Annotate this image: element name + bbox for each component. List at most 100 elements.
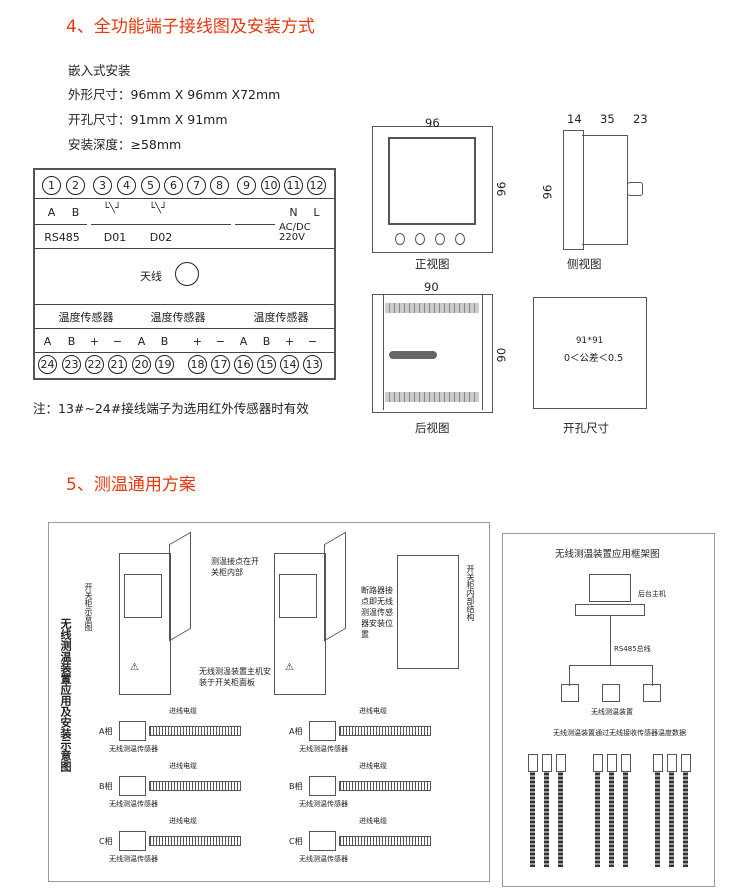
- power-label: AC/DC 220V: [279, 222, 311, 243]
- side-view-drawing: [563, 130, 584, 250]
- sensor-icon: [653, 754, 663, 772]
- cabinet-2: ⚠: [274, 553, 326, 695]
- divider: [35, 248, 334, 249]
- cable-icon: [339, 781, 431, 791]
- cable-label: 进线电缆: [169, 762, 197, 770]
- sensor-icon: [309, 776, 336, 796]
- sensor-terminal-letter: A: [137, 334, 146, 348]
- host-label: 后台主机: [638, 590, 666, 598]
- antenna-label: 天线: [140, 270, 162, 283]
- cable-icon: [339, 836, 431, 846]
- cable-icon: [683, 772, 688, 867]
- terminal-number: 18: [188, 355, 207, 374]
- sensor-label: 无线测温传感器: [109, 745, 158, 753]
- front-width-dim: 96: [425, 116, 440, 130]
- divider: [91, 224, 231, 225]
- terminal-number: 14: [280, 355, 299, 374]
- back-view-drawing: [372, 294, 493, 413]
- sensor-label: 无线测温传感器: [299, 800, 348, 808]
- cabinet-1: ⚠: [119, 553, 171, 695]
- sensor-icon: [119, 831, 146, 851]
- sensor-icon: [119, 721, 146, 741]
- terminal-number: 8: [210, 176, 229, 195]
- phase-label: A相: [99, 727, 113, 736]
- cable-icon: [149, 726, 241, 736]
- rs485-label: RS485: [44, 230, 80, 244]
- terminal-number: 6: [164, 176, 183, 195]
- terminal-number: 12: [307, 176, 326, 195]
- terminal-number: 5: [141, 176, 160, 195]
- sensor-terminal-letter: B: [67, 334, 76, 348]
- phase-label: C相: [289, 837, 303, 846]
- sensor-label: 无线测温传感器: [299, 855, 348, 863]
- sensor-icon: [528, 754, 538, 772]
- terminal-letter: L: [313, 205, 320, 219]
- terminal-number: 2: [66, 176, 85, 195]
- terminal-number: 17: [211, 355, 230, 374]
- terminal-number: 19: [155, 355, 174, 374]
- sensor-icon: [309, 721, 336, 741]
- terminal-number: 22: [85, 355, 104, 374]
- divider: [35, 304, 334, 305]
- terminal-number: 1: [42, 176, 61, 195]
- cable-icon: [609, 772, 614, 867]
- host-label: 无线测温装置主机安装于开关柜面板: [199, 667, 271, 687]
- cable-icon: [530, 772, 535, 867]
- antenna-icon: [175, 262, 199, 286]
- terminal-number: 11: [284, 176, 303, 195]
- terminal-number: 23: [62, 355, 81, 374]
- spec-size: 外形尺寸：96mm X 96mm X72mm: [68, 87, 281, 102]
- sensor-icon: [681, 754, 691, 772]
- cable-icon: [339, 726, 431, 736]
- sensor-terminal-letter: A: [239, 334, 248, 348]
- cable-label: 进线电缆: [359, 817, 387, 825]
- sensor-terminal-letter: −: [307, 334, 318, 348]
- phase-label: B相: [99, 782, 113, 791]
- cutout-size: 91*91: [576, 336, 604, 346]
- divider: [35, 352, 334, 353]
- divider: [35, 328, 334, 329]
- sensor-terminal-letter: −: [112, 334, 123, 348]
- relay-do1-icon: └╲┘: [103, 203, 122, 214]
- sensor-terminal-letter: A: [43, 334, 52, 348]
- framework-diagram: 无线测温装置应用框架图 后台主机 RS485总线 无线测温装置 无线测温装置通过…: [502, 533, 715, 887]
- section5-title: 5、测温通用方案: [66, 475, 196, 495]
- sensor-terminal-letter: B: [262, 334, 271, 348]
- terminal-number: 24: [38, 355, 57, 374]
- sensor-icon: [542, 754, 552, 772]
- sensor-header: 温度传感器: [58, 311, 114, 324]
- terminal-number: 21: [108, 355, 127, 374]
- sensor-header: 温度传感器: [253, 311, 309, 324]
- sensor-label: 无线测温传感器: [109, 800, 158, 808]
- divider: [35, 224, 87, 225]
- bus-label: RS485总线: [614, 645, 651, 653]
- cable-icon: [544, 772, 549, 867]
- cable-icon: [149, 836, 241, 846]
- front-height-dim: 96: [494, 181, 509, 197]
- sensor-icon: [309, 831, 336, 851]
- sensor-label: 无线测温传感器: [109, 855, 158, 863]
- sensor-icon: [607, 754, 617, 772]
- divider: [35, 198, 334, 199]
- section4-title: 4、全功能端子接线图及安装方式: [66, 17, 315, 37]
- cable-label: 进线电缆: [169, 817, 197, 825]
- front-view-label: 正视图: [415, 257, 450, 271]
- terminal-number: 20: [132, 355, 151, 374]
- sensor-terminal-letter: +: [89, 334, 100, 348]
- framework-caption: 无线测温装置通过无线接收传感器温度数据: [553, 729, 686, 737]
- back-height-dim: 90: [494, 347, 509, 363]
- framework-title: 无线测温装置应用框架图: [555, 549, 660, 560]
- terminal-number: 7: [187, 176, 206, 195]
- terminal-note: 注：13#~24#接线端子为选用红外传感器时有效: [33, 401, 309, 416]
- back-view-label: 后视图: [415, 421, 450, 435]
- terminal-number: 3: [93, 176, 112, 195]
- contact-label: 测温接点在开关柜内部: [211, 557, 259, 577]
- front-view-drawing: [372, 126, 493, 253]
- terminal-letter: N: [289, 205, 298, 219]
- side-dim-1: 14: [567, 112, 582, 126]
- back-width-dim: 90: [424, 280, 439, 294]
- spec-install: 嵌入式安装: [68, 63, 131, 78]
- sensor-icon: [593, 754, 603, 772]
- cable-icon: [558, 772, 563, 867]
